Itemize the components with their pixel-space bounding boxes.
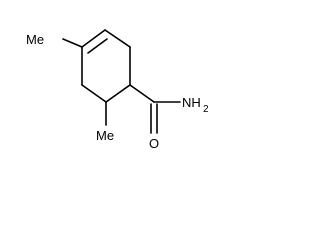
- bond-c1-c6: [105, 84, 131, 103]
- bond-c4-c3-double-outer: [81, 29, 106, 48]
- methyl-label-top: Me: [26, 32, 44, 47]
- bond-c4-methyl: [62, 38, 83, 48]
- bond-c4-c3-double-inner: [87, 38, 108, 54]
- bond-c1-carbonyl-carbon: [129, 84, 155, 103]
- methyl-label-bottom: Me: [96, 128, 114, 143]
- amide-hydrogen-subscript: 2: [203, 104, 209, 115]
- bond-c6-c5: [81, 84, 107, 103]
- bond-c3-c2: [104, 29, 131, 48]
- amide-nitrogen-label: NH: [182, 95, 201, 110]
- chemical-structure-diagram: Me Me NH 2 O: [26, 29, 209, 151]
- carbonyl-oxygen-label: O: [149, 136, 159, 151]
